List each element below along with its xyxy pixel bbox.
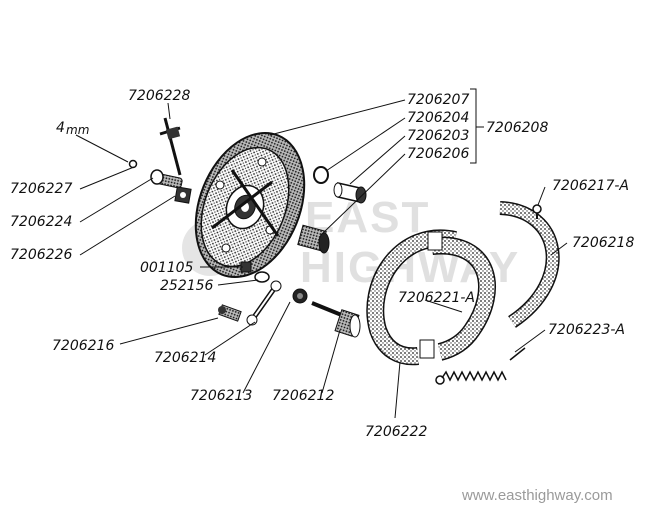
- label-7206221-a: 7206221-A: [398, 290, 475, 306]
- label-252156: 252156: [160, 278, 214, 294]
- label-7206206: 7206206: [407, 146, 469, 162]
- label-7206216: 7206216: [52, 338, 114, 354]
- label-7206212: 7206212: [272, 388, 334, 404]
- label-001105: 001105: [140, 260, 194, 276]
- spring-7206223-a: [435, 347, 526, 385]
- label-7206204: 7206204: [407, 110, 469, 126]
- leader-lines: [75, 88, 568, 419]
- label-7206226: 7206226: [10, 247, 72, 263]
- washer-4mm: [128, 159, 138, 169]
- label-7206227: 7206227: [10, 181, 72, 197]
- part-labels: 7206228 4 mm 7206227 7206224 7206226 720…: [10, 88, 634, 440]
- label-7206222: 7206222: [365, 424, 427, 440]
- label-7206213: 7206213: [190, 388, 252, 404]
- label-4mm-unit: mm: [66, 123, 89, 137]
- bolt-7206216: [218, 304, 242, 322]
- label-4mm: 4: [56, 120, 65, 136]
- label-7206223-a: 7206223-A: [548, 322, 625, 338]
- part-252156: [254, 271, 270, 283]
- label-7206214: 7206214: [154, 350, 216, 366]
- brake-shoe-7206222: [366, 229, 496, 366]
- brake-lining-7206218: [499, 201, 560, 328]
- label-7206217-a: 7206217-A: [552, 178, 629, 194]
- rivet-7206217-a: [532, 204, 542, 219]
- washer-7206207: [313, 166, 329, 184]
- nut-7206213: [292, 288, 308, 304]
- label-7206228: 7206228: [128, 88, 190, 104]
- gear-bush-7206206: [297, 224, 330, 254]
- lever-7206214: [246, 280, 282, 326]
- label-7206203: 7206203: [407, 128, 469, 144]
- label-7206208: 7206208: [486, 120, 548, 136]
- screw-7206228: [159, 117, 182, 176]
- label-7206218: 7206218: [572, 235, 634, 251]
- nut-7206226: [174, 186, 192, 204]
- label-7206207: 7206207: [407, 92, 469, 108]
- brake-drum: [194, 131, 306, 279]
- label-7206224: 7206224: [10, 214, 72, 230]
- cam-7206212: [311, 301, 361, 338]
- bolt-7206224: [150, 169, 183, 189]
- watermark-url: www.easthighway.com: [461, 487, 613, 504]
- bushing-7206203: [333, 182, 367, 204]
